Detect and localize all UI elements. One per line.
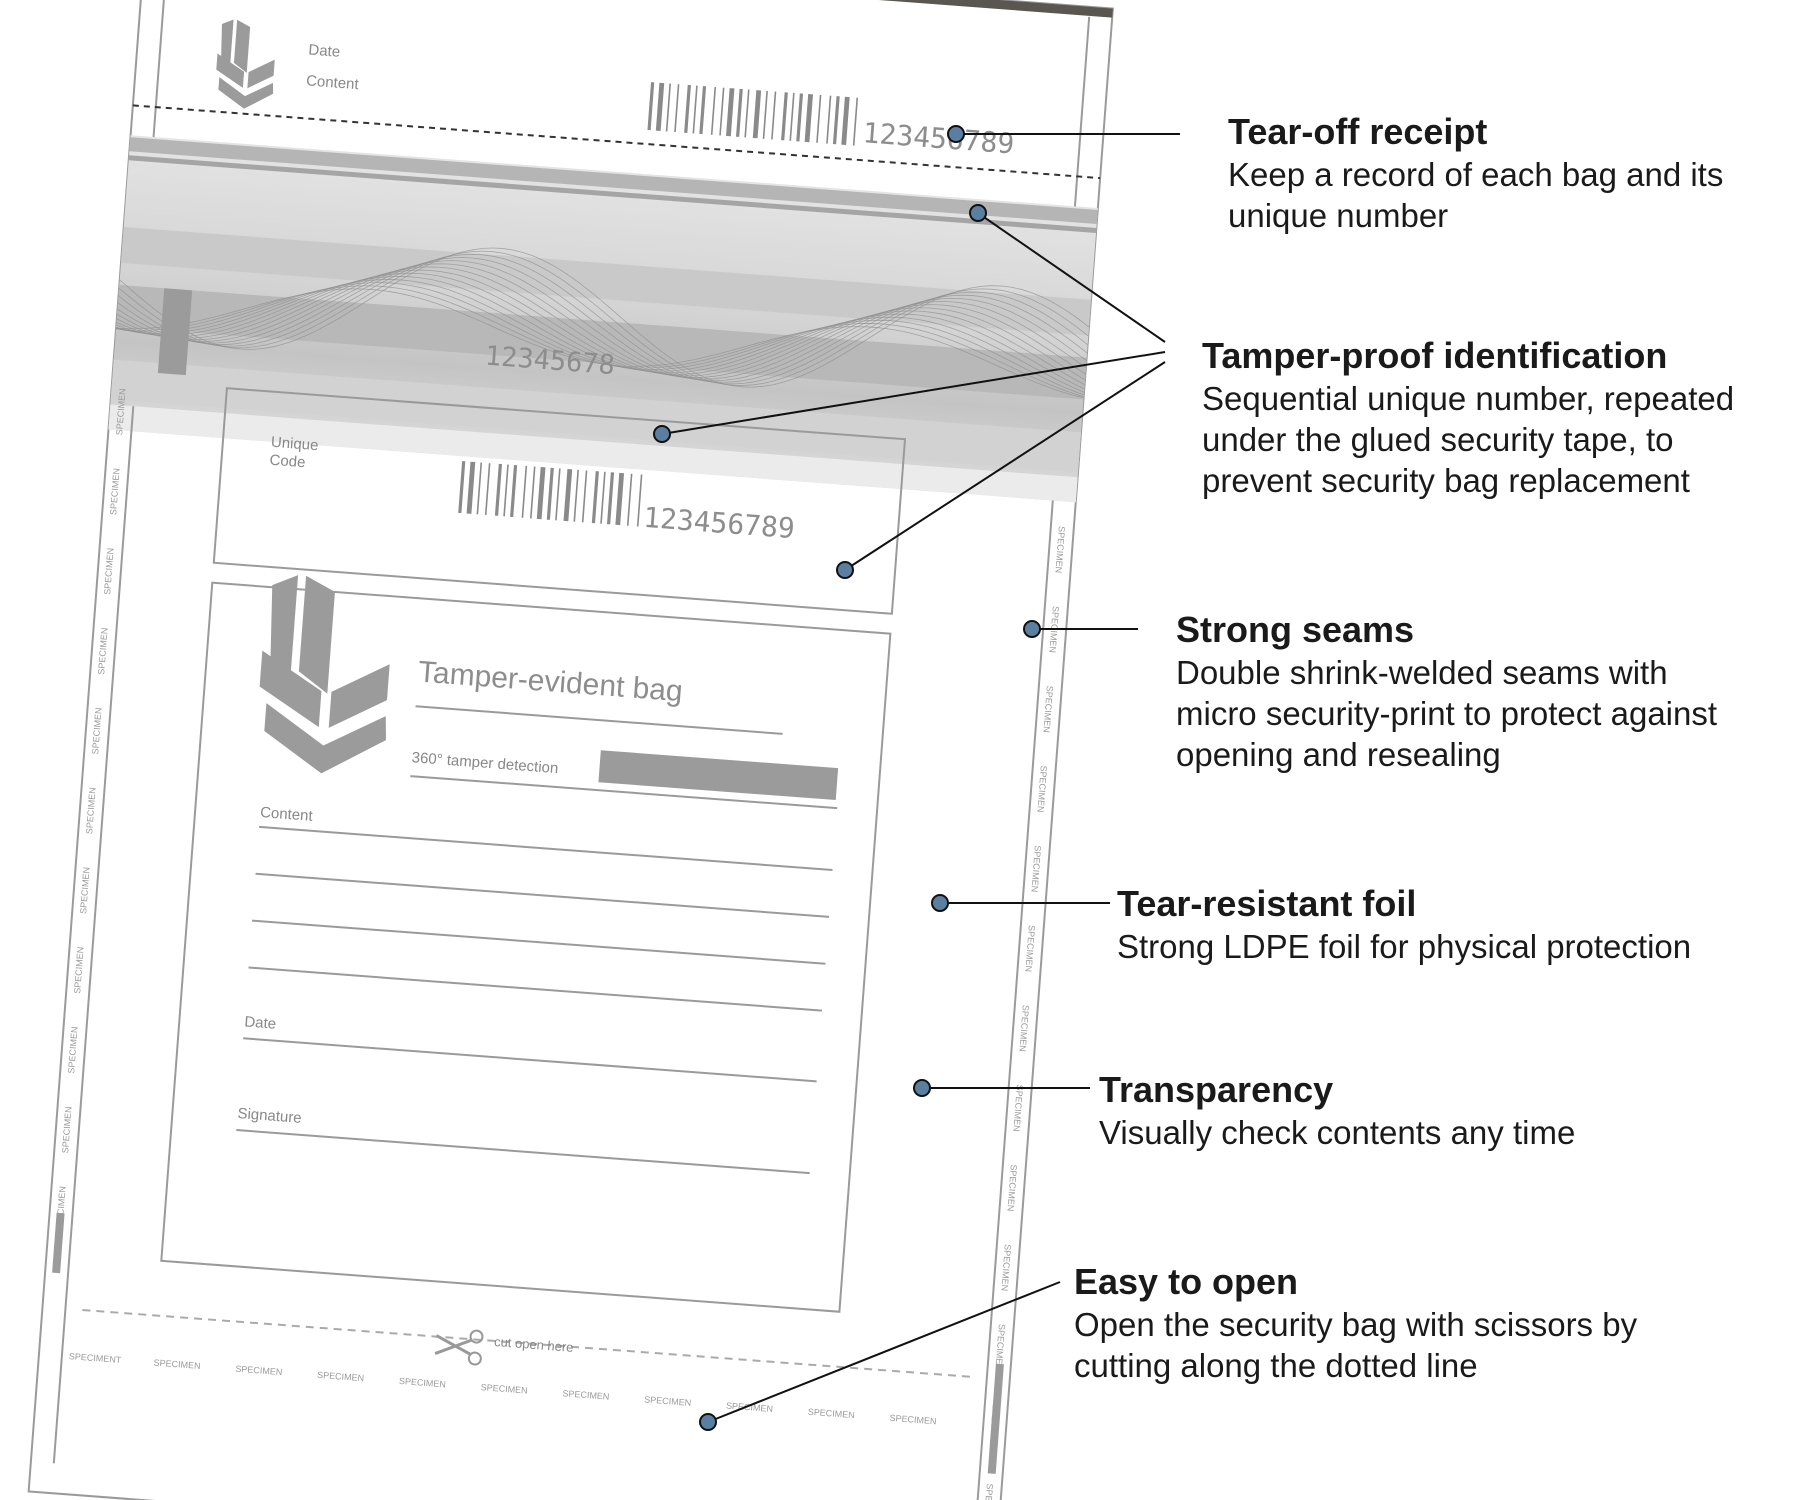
callout-line: Keep a record of each bag and its xyxy=(1228,154,1723,195)
callout-title: Tamper-proof identification xyxy=(1202,334,1734,378)
callout-tamper-proof-identification: Tamper-proof identification Sequential u… xyxy=(1202,334,1734,501)
callout-strong-seams: Strong seams Double shrink-welded seams … xyxy=(1176,608,1717,775)
callout-line: opening and resealing xyxy=(1176,734,1717,775)
callout-title: Strong seams xyxy=(1176,608,1717,652)
callout-tear-off-receipt: Tear-off receipt Keep a record of each b… xyxy=(1228,110,1723,236)
callout-transparency: Transparency Visually check contents any… xyxy=(1099,1068,1575,1153)
callout-line: Sequential unique number, repeated xyxy=(1202,378,1734,419)
callout-tear-resistant-foil: Tear-resistant foil Strong LDPE foil for… xyxy=(1117,882,1691,967)
callout-line: Strong LDPE foil for physical protection xyxy=(1117,926,1691,967)
callout-title: Easy to open xyxy=(1074,1260,1637,1304)
callout-title: Transparency xyxy=(1099,1068,1575,1112)
callout-line: unique number xyxy=(1228,195,1723,236)
callout-easy-to-open: Easy to open Open the security bag with … xyxy=(1074,1260,1637,1386)
callout-line: Visually check contents any time xyxy=(1099,1112,1575,1153)
callout-title: Tear-resistant foil xyxy=(1117,882,1691,926)
callout-line: micro security-print to protect against xyxy=(1176,693,1717,734)
callout-line: under the glued security tape, to xyxy=(1202,419,1734,460)
callout-line: Double shrink-welded seams with xyxy=(1176,652,1717,693)
callout-title: Tear-off receipt xyxy=(1228,110,1723,154)
callout-line: prevent security bag replacement xyxy=(1202,460,1734,501)
callout-line: Open the security bag with scissors by xyxy=(1074,1304,1637,1345)
callout-line: cutting along the dotted line xyxy=(1074,1345,1637,1386)
